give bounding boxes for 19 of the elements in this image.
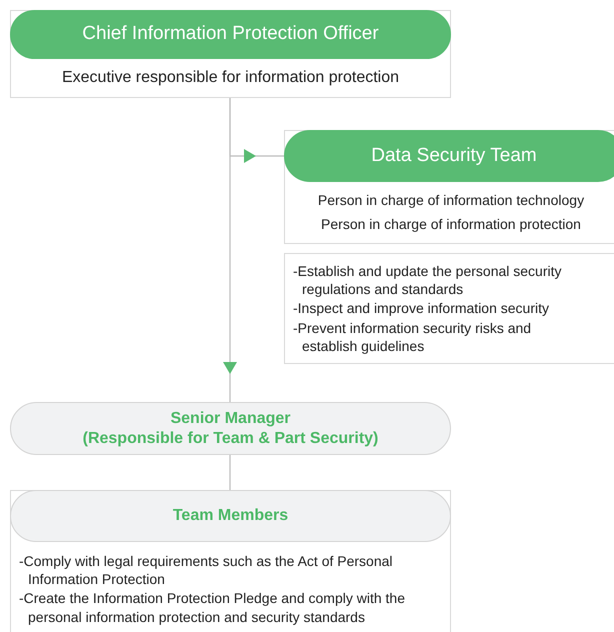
role-card	[10, 10, 451, 98]
role-title-banner: Data Security Team	[284, 130, 614, 182]
role-title-banner: Chief Information Protection Officer	[10, 10, 451, 59]
role-description: Person in charge of information technology	[318, 192, 584, 210]
duty-list-box	[284, 253, 614, 364]
connector-line	[229, 455, 231, 490]
role-title: Senior Manager	[170, 409, 291, 428]
role-description: Person in charge of information protection	[321, 216, 581, 233]
role-title-banner: Team Members	[10, 490, 451, 542]
role-card	[284, 130, 614, 244]
role-description: Executive responsible for information protection	[62, 68, 400, 88]
role-title: (Responsible for Team & Part Security)	[82, 428, 378, 448]
duty-item: -Comply with legal requirements such as the Act of Personal Information Protection	[19, 552, 394, 588]
connector-arrow	[223, 98, 237, 402]
duty-item: -Create the Information Protection Pledge and comply with the personal information protection and security standards	[19, 589, 406, 626]
duty-item: -Prevent information security risks and establish guidelines	[293, 318, 532, 355]
duty-item: -Establish and update the personal security regulations and standards	[293, 262, 562, 298]
duty-item: -Inspect and improve information security	[293, 299, 550, 318]
role-card	[10, 490, 451, 632]
